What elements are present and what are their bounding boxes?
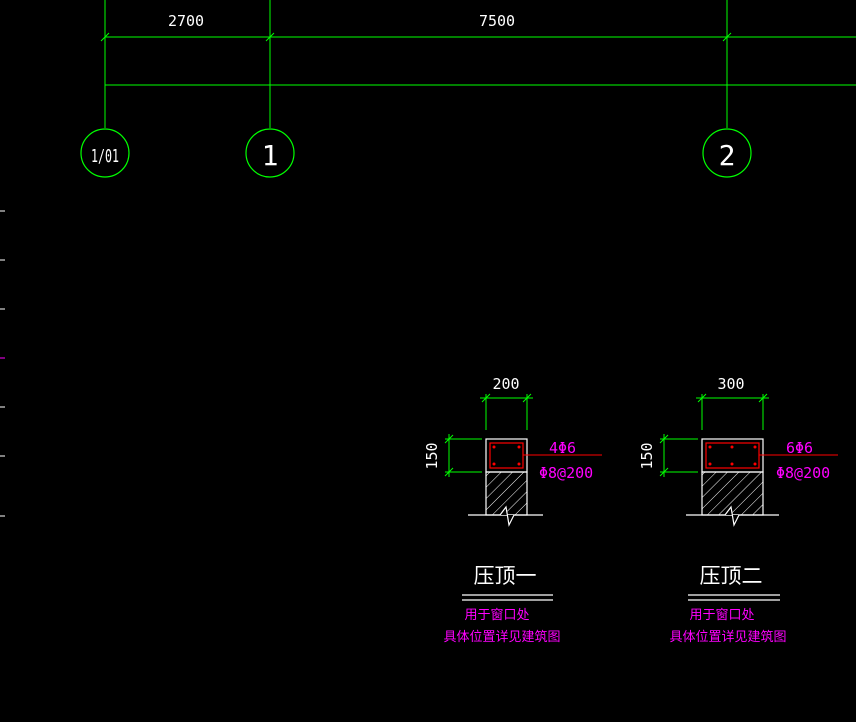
detail-2-coping-section [701, 438, 764, 473]
detail-1-longitudinal-bars: 4Φ6 [549, 439, 576, 457]
detail-2-longitudinal-bars: 6Φ6 [786, 439, 813, 457]
dim-tick [722, 32, 732, 42]
detail-1-height-dim: 150 [423, 442, 441, 469]
coping-detail-2: 300 150 6Φ6 Φ8@200 压顶二 用于窗口处 具体 [638, 375, 838, 645]
axis-bubble-1: 1 [245, 128, 295, 178]
detail-2-break-mark [724, 505, 740, 527]
detail-1-note-line2: 具体位置详见建筑图 [443, 629, 560, 645]
axis-bubble-1-01: 1/01 [80, 128, 130, 178]
detail-1-break-mark [499, 505, 515, 527]
dim-span-2700: 2700 [168, 12, 204, 30]
detail-1-title: 压顶一 [474, 564, 537, 588]
detail-2-rebar-dots [708, 445, 757, 466]
detail-2-wall-hatch [701, 471, 764, 516]
dim-tick [100, 32, 110, 42]
axis-grid [100, 0, 856, 128]
detail-2-title: 压顶二 [700, 564, 763, 588]
detail-1-coping-section [485, 438, 528, 473]
detail-1-note-line1: 用于窗口处 [464, 607, 529, 623]
detail-2-width-dim: 300 [717, 375, 744, 393]
detail-2-note-line1: 用于窗口处 [689, 607, 754, 623]
left-edge-ticks [0, 210, 5, 517]
dim-span-7500: 7500 [479, 12, 515, 30]
axis-label-1: 1 [262, 139, 279, 172]
detail-2-stirrups: Φ8@200 [776, 464, 830, 482]
detail-1-rebar-dots [492, 445, 521, 466]
detail-2-height-dim: 150 [638, 442, 656, 469]
detail-1-width-dim: 200 [492, 375, 519, 393]
dim-tick [265, 32, 275, 42]
axis-bubble-2: 2 [702, 128, 752, 178]
coping-detail-1: 200 150 4Φ6 Φ8@200 压顶一 用于窗口处 具体 [423, 375, 602, 645]
detail-2-note-line2: 具体位置详见建筑图 [669, 629, 786, 645]
axis-label-2: 2 [719, 139, 736, 172]
detail-1-stirrups: Φ8@200 [539, 464, 593, 482]
axis-label-1-01: 1/01 [91, 146, 119, 167]
